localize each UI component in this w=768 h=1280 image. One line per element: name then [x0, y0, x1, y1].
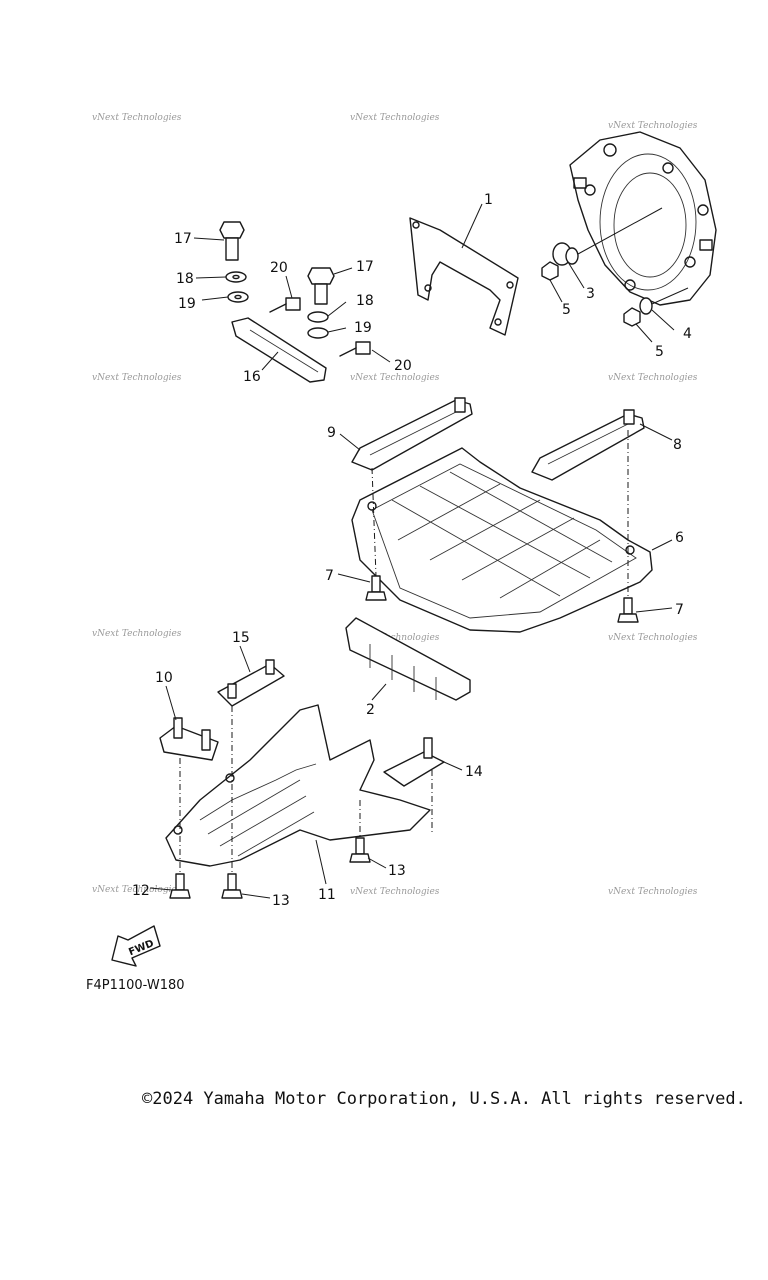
part-12-bolt [169, 873, 191, 899]
part-10-pad [159, 717, 219, 761]
part-6-frame [351, 447, 653, 633]
watermark: vNext Technologies [608, 121, 698, 131]
part-9-rail [351, 397, 473, 471]
callout-5-upper: 5 [562, 302, 571, 318]
part-18-washer-right [307, 311, 329, 323]
callout-11: 11 [318, 887, 336, 903]
part-14-pad [383, 737, 445, 787]
part-13-bolt-right [349, 837, 371, 863]
callout-7-right: 7 [675, 602, 684, 618]
callout-14: 14 [465, 764, 483, 780]
assembly-lines [179, 430, 629, 874]
part-3-damper [552, 207, 663, 266]
watermark: vNext Technologies [92, 113, 182, 123]
part-5-nut-lower [623, 307, 641, 327]
callout-16: 16 [243, 369, 261, 385]
callout-6: 6 [675, 530, 684, 546]
part-1-plate [409, 217, 519, 336]
part-13-bolt-left [221, 873, 243, 899]
copyright-notice: ©2024 Yamaha Motor Corporation, U.S.A. A… [142, 1089, 746, 1109]
callout-4: 4 [683, 326, 692, 342]
part-7-bolt-right [617, 597, 639, 623]
part-17-bolt-right [307, 267, 335, 305]
watermark: vNext Technologies [608, 373, 698, 383]
part-16-strap [231, 317, 327, 383]
part-8-rail [531, 409, 645, 481]
callout-18-left: 18 [176, 271, 194, 287]
callout-17-right: 17 [356, 259, 374, 275]
callout-2: 2 [366, 702, 375, 718]
fwd-arrow-icon: FWD [111, 925, 161, 967]
watermark: vNext Technologies [92, 373, 182, 383]
part-19-washer-right [307, 327, 329, 339]
callout-3: 3 [586, 286, 595, 302]
callout-8: 8 [673, 437, 682, 453]
callout-1: 1 [484, 192, 493, 208]
watermarks: vNext Technologies vNext Technologies vN… [92, 113, 698, 897]
watermark: vNext Technologies [92, 629, 182, 639]
part-2-rubber-block [345, 617, 471, 701]
watermark: vNext Technologies [350, 113, 440, 123]
callout-18-right: 18 [356, 293, 374, 309]
part-20-bolt-left [269, 297, 301, 313]
callout-13-left: 13 [272, 893, 290, 909]
part-5-nut-upper [541, 261, 559, 281]
callout-19-left: 19 [178, 296, 196, 312]
part-18-washer-left [225, 271, 247, 283]
part-7-bolt-left [365, 575, 387, 601]
callout-17-left: 17 [174, 231, 192, 247]
callout-12: 12 [132, 883, 150, 899]
callout-7-left: 7 [325, 568, 334, 584]
watermark: vNext Technologies [608, 887, 698, 897]
watermark: vNext Technologies [608, 633, 698, 643]
part-11-grate [165, 704, 431, 867]
watermark: vNext Technologies [92, 885, 182, 895]
callout-10: 10 [155, 670, 173, 686]
watermark: vNext Technologies [350, 887, 440, 897]
leader-lines [149, 203, 675, 899]
callout-20-right: 20 [394, 358, 412, 374]
engine-housing [569, 131, 717, 306]
watermark: vNext Technologies [350, 373, 440, 383]
callout-15: 15 [232, 630, 250, 646]
part-19-washer-left [227, 291, 249, 303]
callout-20-left: 20 [270, 260, 288, 276]
part-4-washer [639, 287, 689, 315]
part-20-bolt-right [339, 341, 371, 357]
part-17-bolt-left [219, 221, 245, 261]
watermark: vNext Technologies [350, 633, 440, 643]
part-15-pad [217, 659, 285, 707]
callout-19-right: 19 [354, 320, 372, 336]
callouts: 1 2 3 4 5 5 6 7 7 8 9 10 11 12 13 13 14 … [132, 192, 692, 909]
callout-13-right: 13 [388, 863, 406, 879]
callout-5-lower: 5 [655, 344, 664, 360]
drawing-code: F4P1100-W180 [86, 978, 185, 993]
callout-9: 9 [327, 425, 336, 441]
